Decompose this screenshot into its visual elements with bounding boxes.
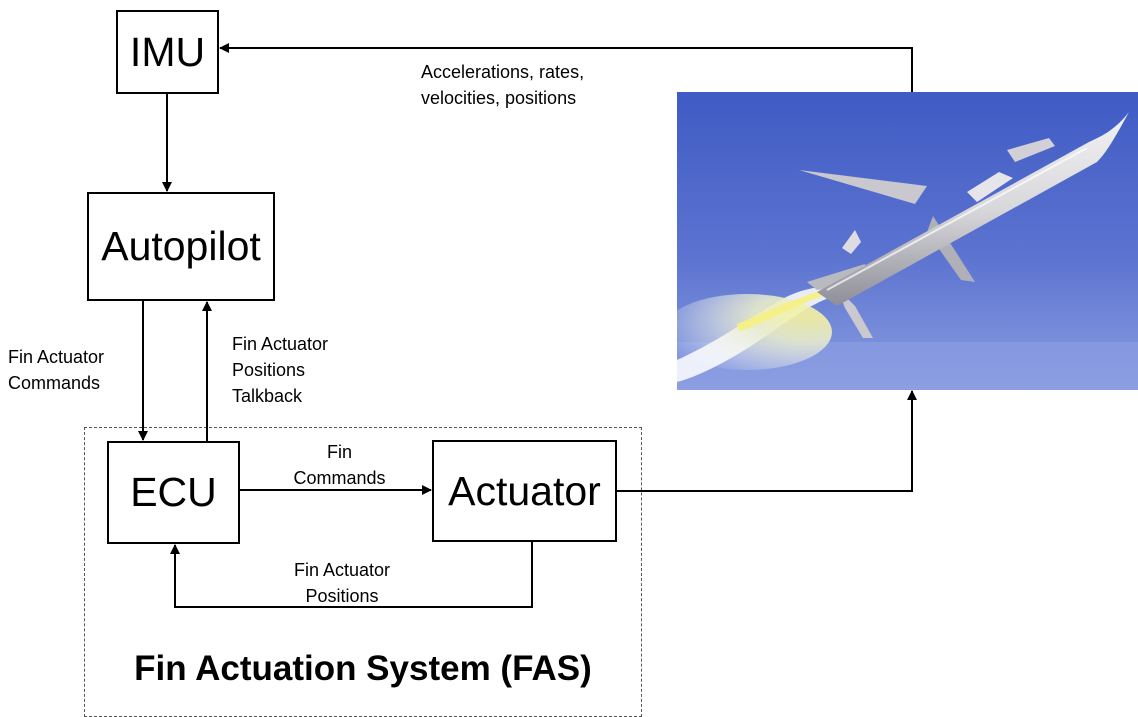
connector-lines: [138, 43, 917, 608]
missile-image: [677, 92, 1138, 390]
label-talkback-line1: Fin Actuator: [232, 334, 329, 354]
label-imu-feedback-line1: Accelerations, rates,: [421, 62, 585, 82]
autopilot-block: Autopilot: [87, 192, 275, 301]
label-fin-actuator-positions-talkback: Fin Actuator Positions Talkback: [232, 331, 328, 409]
ecu-block: ECU: [107, 441, 240, 544]
label-fin-commands: Fin Commands: [272, 439, 407, 491]
arrow-missile-to-imu: [219, 43, 913, 92]
imu-label: IMU: [129, 28, 206, 75]
label-fin-commands-line2: Commands: [293, 468, 386, 488]
arrow-actuator-to-missile: [617, 390, 917, 492]
label-fin-commands-line1: Fin: [326, 442, 352, 462]
label-fin-actuator-positions-line2: Positions: [305, 586, 379, 606]
actuator-label: Actuator: [448, 467, 601, 514]
label-fin-actuator-commands: Fin Actuator Commands: [8, 344, 104, 396]
arrow-actuator-to-ecu: [170, 542, 533, 608]
label-imu-feedback-line2: velocities, positions: [421, 88, 577, 108]
ecu-label: ECU: [130, 469, 217, 515]
imu-block: IMU: [116, 10, 219, 94]
label-talkback-line3: Talkback: [232, 386, 303, 406]
actuator-block: Actuator: [432, 440, 617, 542]
label-fin-actuator-commands-line2: Commands: [8, 373, 101, 393]
label-fin-actuator-positions-line1: Fin Actuator: [293, 560, 391, 580]
autopilot-label: Autopilot: [101, 223, 261, 269]
label-talkback-line2: Positions: [232, 360, 306, 380]
label-imu-feedback: Accelerations, rates, velocities, positi…: [421, 59, 584, 111]
label-fin-actuator-commands-line1: Fin Actuator: [8, 347, 105, 367]
label-fin-actuator-positions: Fin Actuator Positions: [262, 557, 422, 609]
fas-title: Fin Actuation System (FAS): [134, 649, 592, 688]
missile-illustration: [677, 92, 1138, 390]
